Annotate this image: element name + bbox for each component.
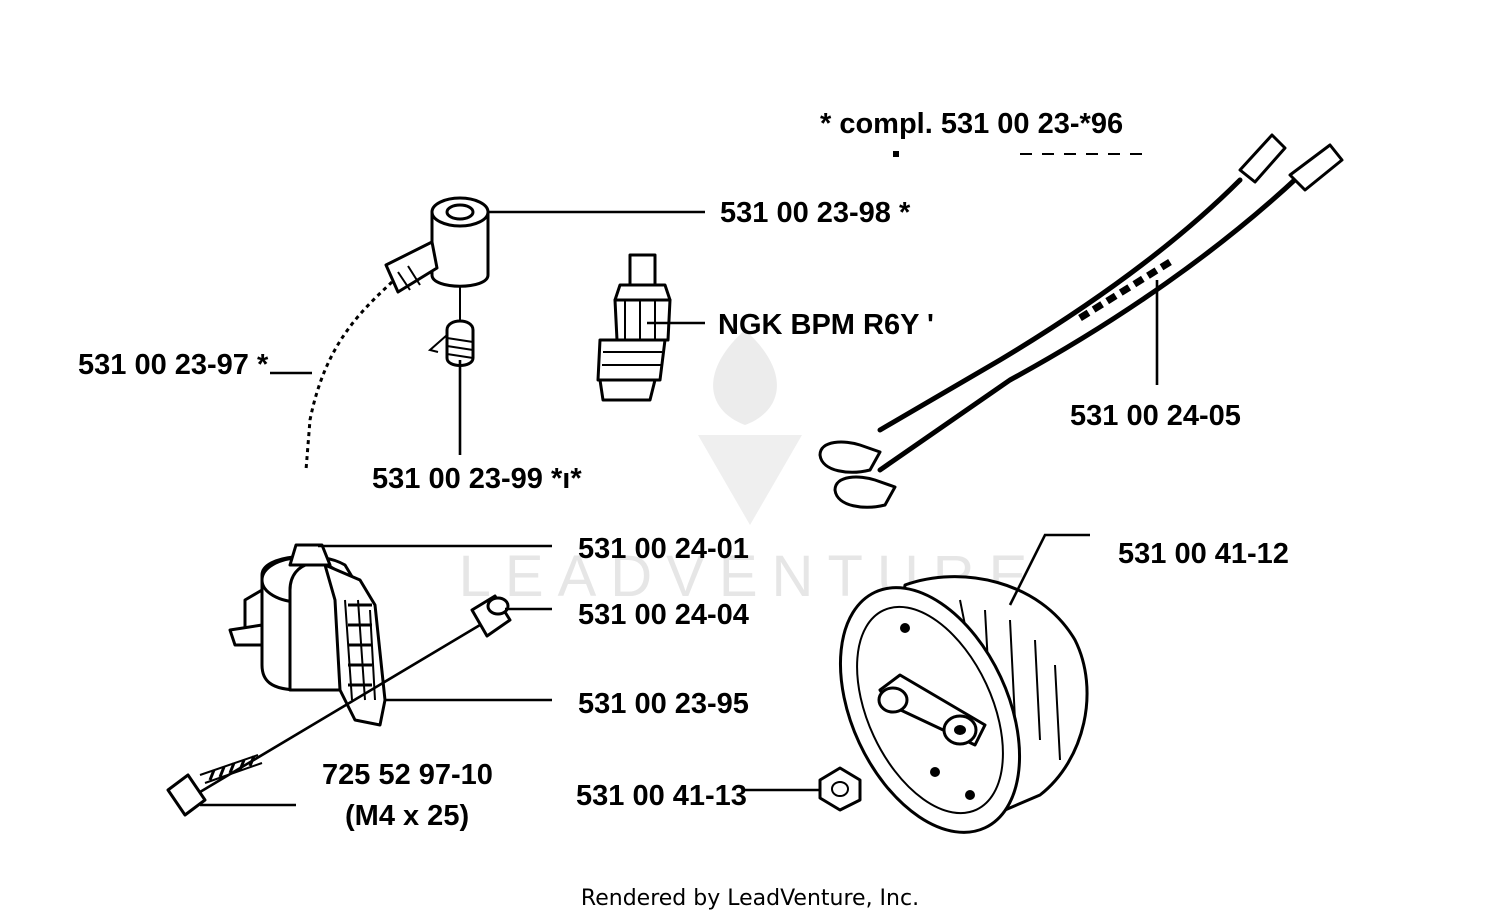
label-lead: 531 00 23-97 * xyxy=(78,349,269,381)
label-cap: 531 00 23-98 * xyxy=(720,197,911,229)
label-spring: 531 00 23-99 *ı* xyxy=(372,463,582,495)
flame-watermark-icon xyxy=(698,330,802,525)
ignition-coil xyxy=(228,543,387,727)
label-nut: 531 00 41-13 xyxy=(576,780,747,812)
cap-spring xyxy=(427,285,475,367)
footer-credit: Rendered by LeadVenture, Inc. xyxy=(581,886,919,911)
leader-lines xyxy=(200,210,1159,807)
coil-spacer xyxy=(470,594,512,638)
spark-plug xyxy=(596,253,672,402)
note-underline-fragments xyxy=(893,151,1150,157)
flywheel xyxy=(838,575,1089,834)
ignition-lead xyxy=(295,271,399,548)
spark-plug-cap xyxy=(384,196,490,294)
flywheel-nut xyxy=(818,766,862,812)
kit-note: * compl. 531 00 23-*96 xyxy=(820,108,1123,140)
label-spacer: 531 00 24-04 xyxy=(578,599,749,631)
label-plate: 531 00 23-95 xyxy=(578,688,749,720)
coil-screw xyxy=(166,623,481,817)
label-coil: 531 00 24-01 xyxy=(578,533,749,565)
label-spark-plug: NGK BPM R6Y ' xyxy=(718,309,934,341)
label-cable: 531 00 24-05 xyxy=(1070,400,1241,432)
label-screw-number: 725 52 97-10 xyxy=(322,759,493,791)
label-screw-size: (M4 x 25) xyxy=(345,800,469,832)
label-flywheel: 531 00 41-12 xyxy=(1118,538,1289,570)
wire-harness xyxy=(818,133,1344,509)
